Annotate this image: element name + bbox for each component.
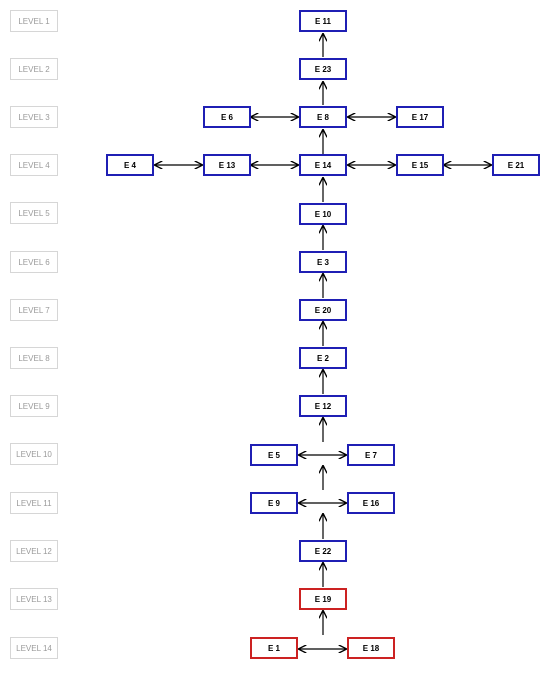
level-label-8: LEVEL 8 — [10, 347, 58, 369]
level-label-14: LEVEL 14 — [10, 637, 58, 659]
node-e21[interactable]: E 21 — [492, 154, 540, 176]
node-e6[interactable]: E 6 — [203, 106, 251, 128]
level-label-13: LEVEL 13 — [10, 588, 58, 610]
node-e16[interactable]: E 16 — [347, 492, 395, 514]
node-e5[interactable]: E 5 — [250, 444, 298, 466]
level-label-10: LEVEL 10 — [10, 443, 58, 465]
level-label-12: LEVEL 12 — [10, 540, 58, 562]
node-e19[interactable]: E 19 — [299, 588, 347, 610]
node-e14[interactable]: E 14 — [299, 154, 347, 176]
node-e15[interactable]: E 15 — [396, 154, 444, 176]
node-e13[interactable]: E 13 — [203, 154, 251, 176]
level-label-5: LEVEL 5 — [10, 202, 58, 224]
node-e17[interactable]: E 17 — [396, 106, 444, 128]
node-e7[interactable]: E 7 — [347, 444, 395, 466]
level-label-3: LEVEL 3 — [10, 106, 58, 128]
node-e20[interactable]: E 20 — [299, 299, 347, 321]
level-label-4: LEVEL 4 — [10, 154, 58, 176]
level-label-11: LEVEL 11 — [10, 492, 58, 514]
node-e22[interactable]: E 22 — [299, 540, 347, 562]
level-label-1: LEVEL 1 — [10, 10, 58, 32]
node-e3[interactable]: E 3 — [299, 251, 347, 273]
node-e8[interactable]: E 8 — [299, 106, 347, 128]
node-e23[interactable]: E 23 — [299, 58, 347, 80]
node-e18[interactable]: E 18 — [347, 637, 395, 659]
node-e11[interactable]: E 11 — [299, 10, 347, 32]
level-label-7: LEVEL 7 — [10, 299, 58, 321]
node-e2[interactable]: E 2 — [299, 347, 347, 369]
level-label-6: LEVEL 6 — [10, 251, 58, 273]
node-e12[interactable]: E 12 — [299, 395, 347, 417]
node-e9[interactable]: E 9 — [250, 492, 298, 514]
node-e1[interactable]: E 1 — [250, 637, 298, 659]
node-e4[interactable]: E 4 — [106, 154, 154, 176]
level-label-2: LEVEL 2 — [10, 58, 58, 80]
level-label-9: LEVEL 9 — [10, 395, 58, 417]
node-e10[interactable]: E 10 — [299, 203, 347, 225]
